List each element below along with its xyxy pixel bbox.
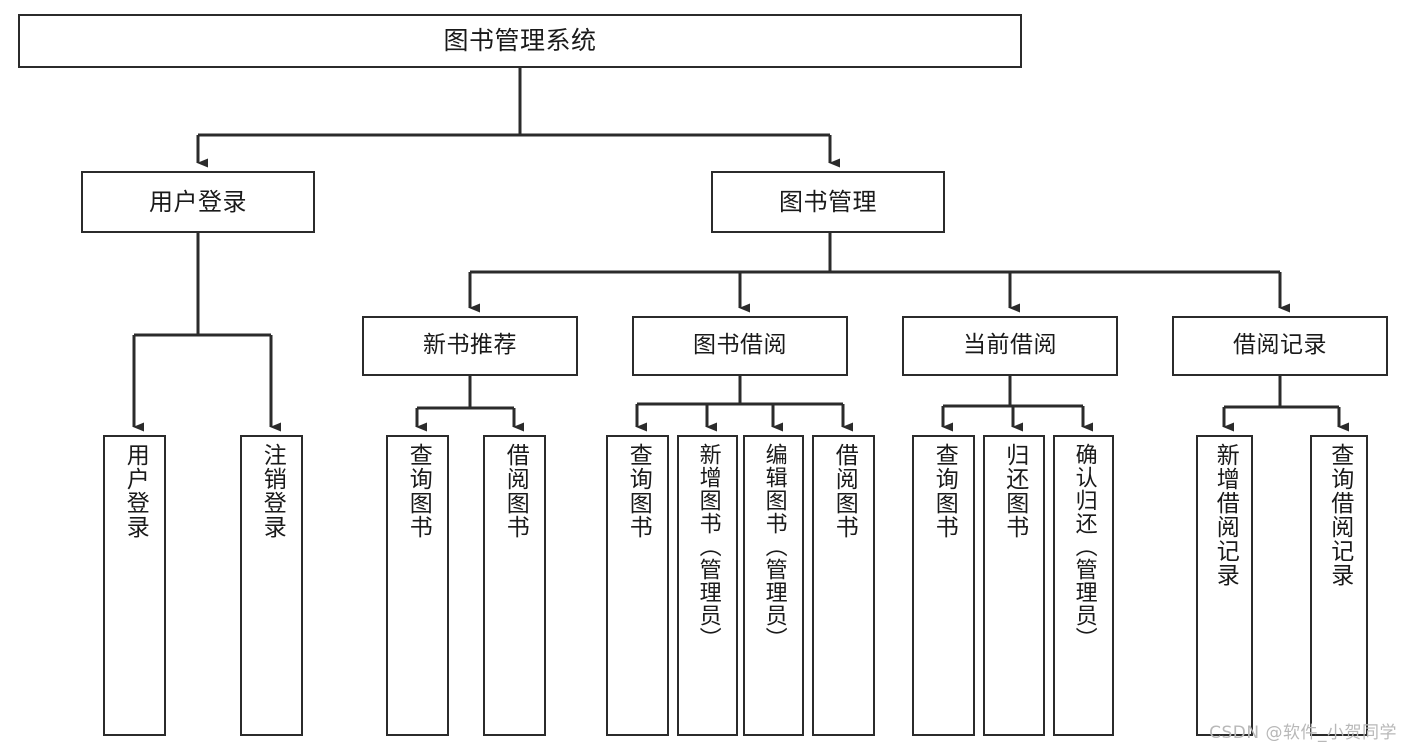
node-leaf-return-book[interactable]: 归还图书	[983, 435, 1045, 736]
node-leaf-confirm-return-admin-label: 确认归还（管理员）	[1071, 443, 1097, 650]
node-leaf-query-borrow-record-label: 查询借阅记录	[1326, 443, 1353, 587]
node-leaf-borrow-book-label: 借阅图书	[831, 443, 858, 539]
node-current-borrow-label: 当前借阅	[963, 332, 1057, 359]
node-leaf-add-borrow-record[interactable]: 新增借阅记录	[1196, 435, 1253, 736]
node-leaf-borrow-book-rec[interactable]: 借阅图书	[483, 435, 546, 736]
node-leaf-user-logout-label: 注销登录	[259, 443, 286, 539]
node-book-borrow-label: 图书借阅	[693, 332, 787, 359]
node-root-label: 图书管理系统	[443, 26, 597, 56]
node-leaf-query-book-cur-label: 查询图书	[931, 443, 958, 539]
node-leaf-add-book-admin-label: 新增图书（管理员）	[695, 443, 721, 650]
node-leaf-return-book-label: 归还图书	[1001, 443, 1028, 539]
node-book-borrow[interactable]: 图书借阅	[632, 316, 848, 376]
node-leaf-query-borrow-record[interactable]: 查询借阅记录	[1310, 435, 1368, 736]
node-leaf-user-login-label: 用户登录	[122, 443, 149, 539]
node-leaf-borrow-book[interactable]: 借阅图书	[812, 435, 875, 736]
node-user-login-label: 用户登录	[149, 187, 247, 216]
node-leaf-query-book[interactable]: 查询图书	[606, 435, 669, 736]
node-new-book-recommend[interactable]: 新书推荐	[362, 316, 578, 376]
node-leaf-edit-book-admin-label: 编辑图书（管理员）	[761, 443, 787, 650]
node-leaf-query-book-cur[interactable]: 查询图书	[912, 435, 975, 736]
node-leaf-user-logout[interactable]: 注销登录	[240, 435, 303, 736]
node-leaf-query-book-rec[interactable]: 查询图书	[386, 435, 449, 736]
node-leaf-query-book-label: 查询图书	[625, 443, 652, 539]
csdn-watermark: CSDN @软件_小贺同学	[1209, 723, 1397, 743]
node-leaf-borrow-book-rec-label: 借阅图书	[502, 443, 529, 539]
node-leaf-query-book-rec-label: 查询图书	[405, 443, 432, 539]
node-borrow-record[interactable]: 借阅记录	[1172, 316, 1388, 376]
node-new-book-recommend-label: 新书推荐	[423, 332, 517, 359]
node-leaf-add-book-admin[interactable]: 新增图书（管理员）	[677, 435, 738, 736]
node-borrow-record-label: 借阅记录	[1233, 332, 1327, 359]
node-leaf-confirm-return-admin[interactable]: 确认归还（管理员）	[1053, 435, 1114, 736]
node-root-system[interactable]: 图书管理系统	[18, 14, 1022, 68]
node-user-login[interactable]: 用户登录	[81, 171, 315, 233]
node-current-borrow[interactable]: 当前借阅	[902, 316, 1118, 376]
node-book-manage[interactable]: 图书管理	[711, 171, 945, 233]
node-book-manage-label: 图书管理	[779, 187, 877, 216]
node-leaf-edit-book-admin[interactable]: 编辑图书（管理员）	[743, 435, 804, 736]
node-leaf-add-borrow-record-label: 新增借阅记录	[1212, 443, 1239, 587]
node-leaf-user-login[interactable]: 用户登录	[103, 435, 166, 736]
